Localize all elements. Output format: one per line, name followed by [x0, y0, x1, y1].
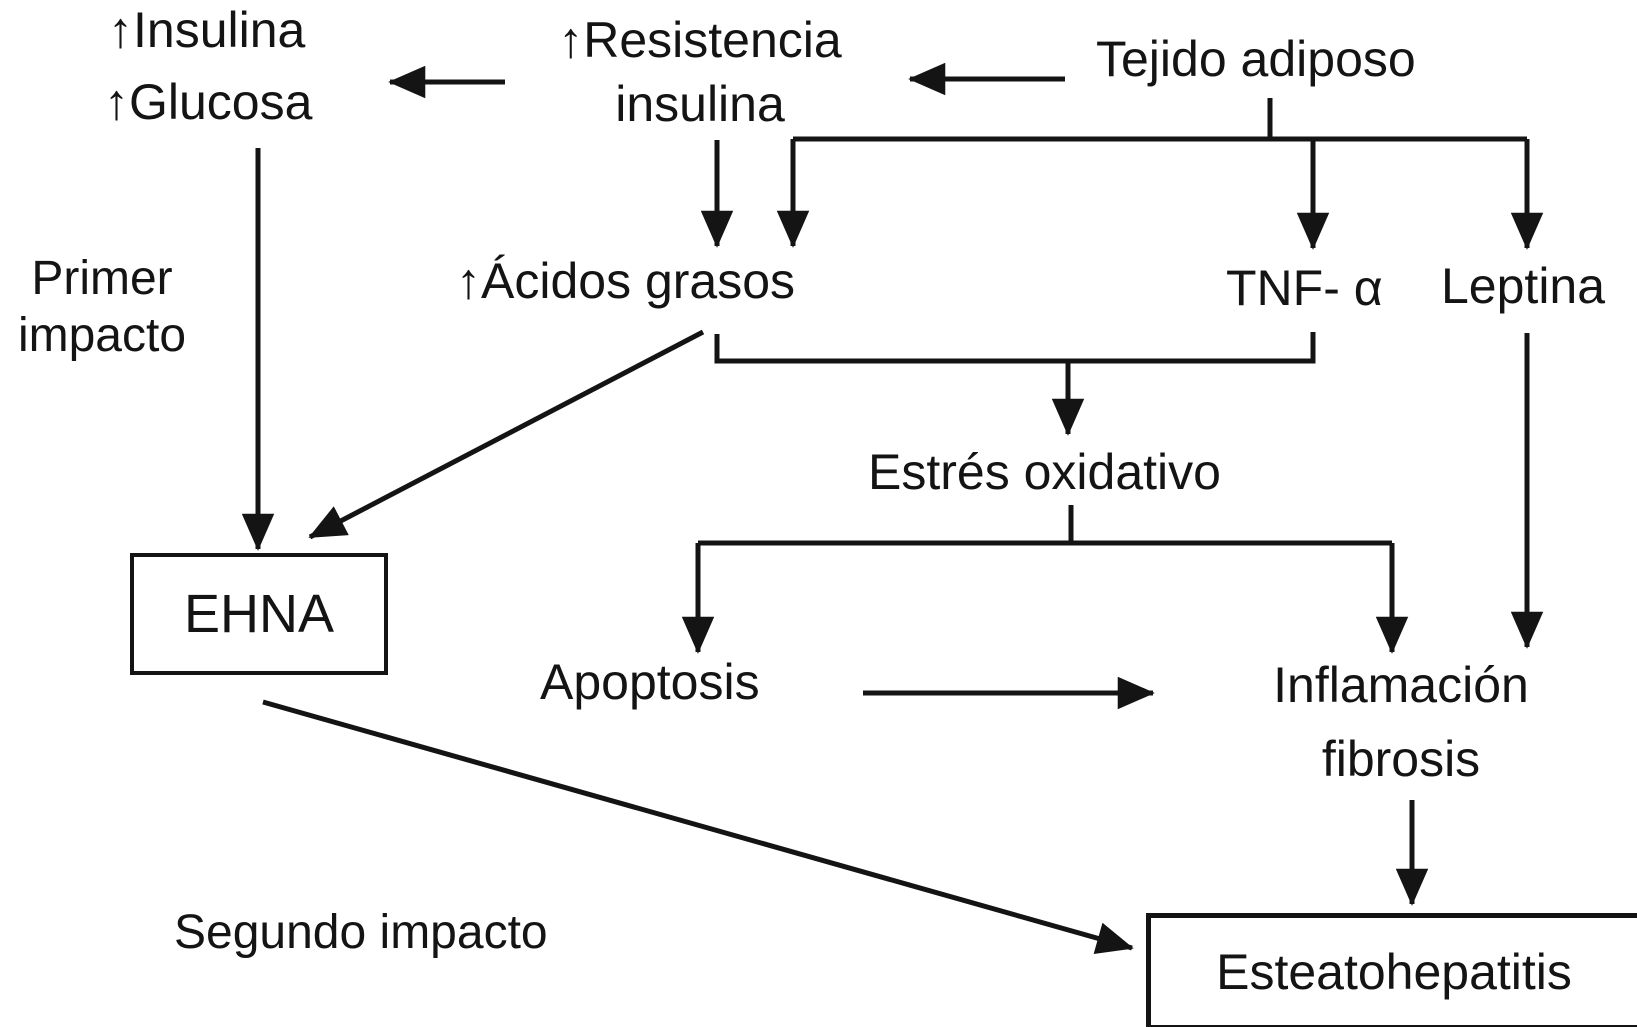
- node-apoptosis: Apoptosis: [540, 654, 760, 710]
- label-segundo-impacto: Segundo impacto: [174, 906, 548, 959]
- node-inflamacion-line1: Inflamación: [1273, 657, 1529, 713]
- node-esteatohepatitis-label: Esteatohepatitis: [1216, 943, 1572, 1000]
- node-acidos-grasos: ↑Ácidos grasos: [456, 253, 796, 309]
- node-inflamacion-fibrosis: Inflamación fibrosis: [1248, 648, 1554, 796]
- node-glucosa: ↑Glucosa: [104, 74, 313, 130]
- node-inflamacion-line2: fibrosis: [1321, 731, 1481, 787]
- node-tejido-adiposo: Tejido adiposo: [1096, 31, 1416, 87]
- node-resistencia-insulina: ↑Resistencia insulina: [505, 8, 895, 136]
- arrow-ehna-to-esteato: [262, 699, 1134, 955]
- node-tnf-alpha: TNF- α: [1226, 260, 1383, 316]
- node-ehna-label: EHNA: [183, 584, 335, 644]
- node-resistencia-line2: insulina: [615, 76, 785, 132]
- node-resistencia-line1: ↑Resistencia: [558, 12, 842, 68]
- label-primer-line1: Primer: [31, 252, 173, 305]
- node-insulina: ↑Insulina: [108, 2, 306, 58]
- label-primer-line2: impacto: [17, 309, 187, 362]
- node-leptina: Leptina: [1441, 258, 1606, 314]
- node-esteatohepatitis-box: Esteatohepatitis: [1146, 913, 1637, 1027]
- node-estres-oxidativo: Estrés oxidativo: [868, 444, 1221, 500]
- node-ehna-box: EHNA: [130, 553, 388, 675]
- arrow-acidos-to-ehna: [308, 329, 705, 540]
- label-primer-impacto: Primer impacto: [0, 250, 206, 364]
- bracket-acidos-tnf: [714, 332, 1316, 364]
